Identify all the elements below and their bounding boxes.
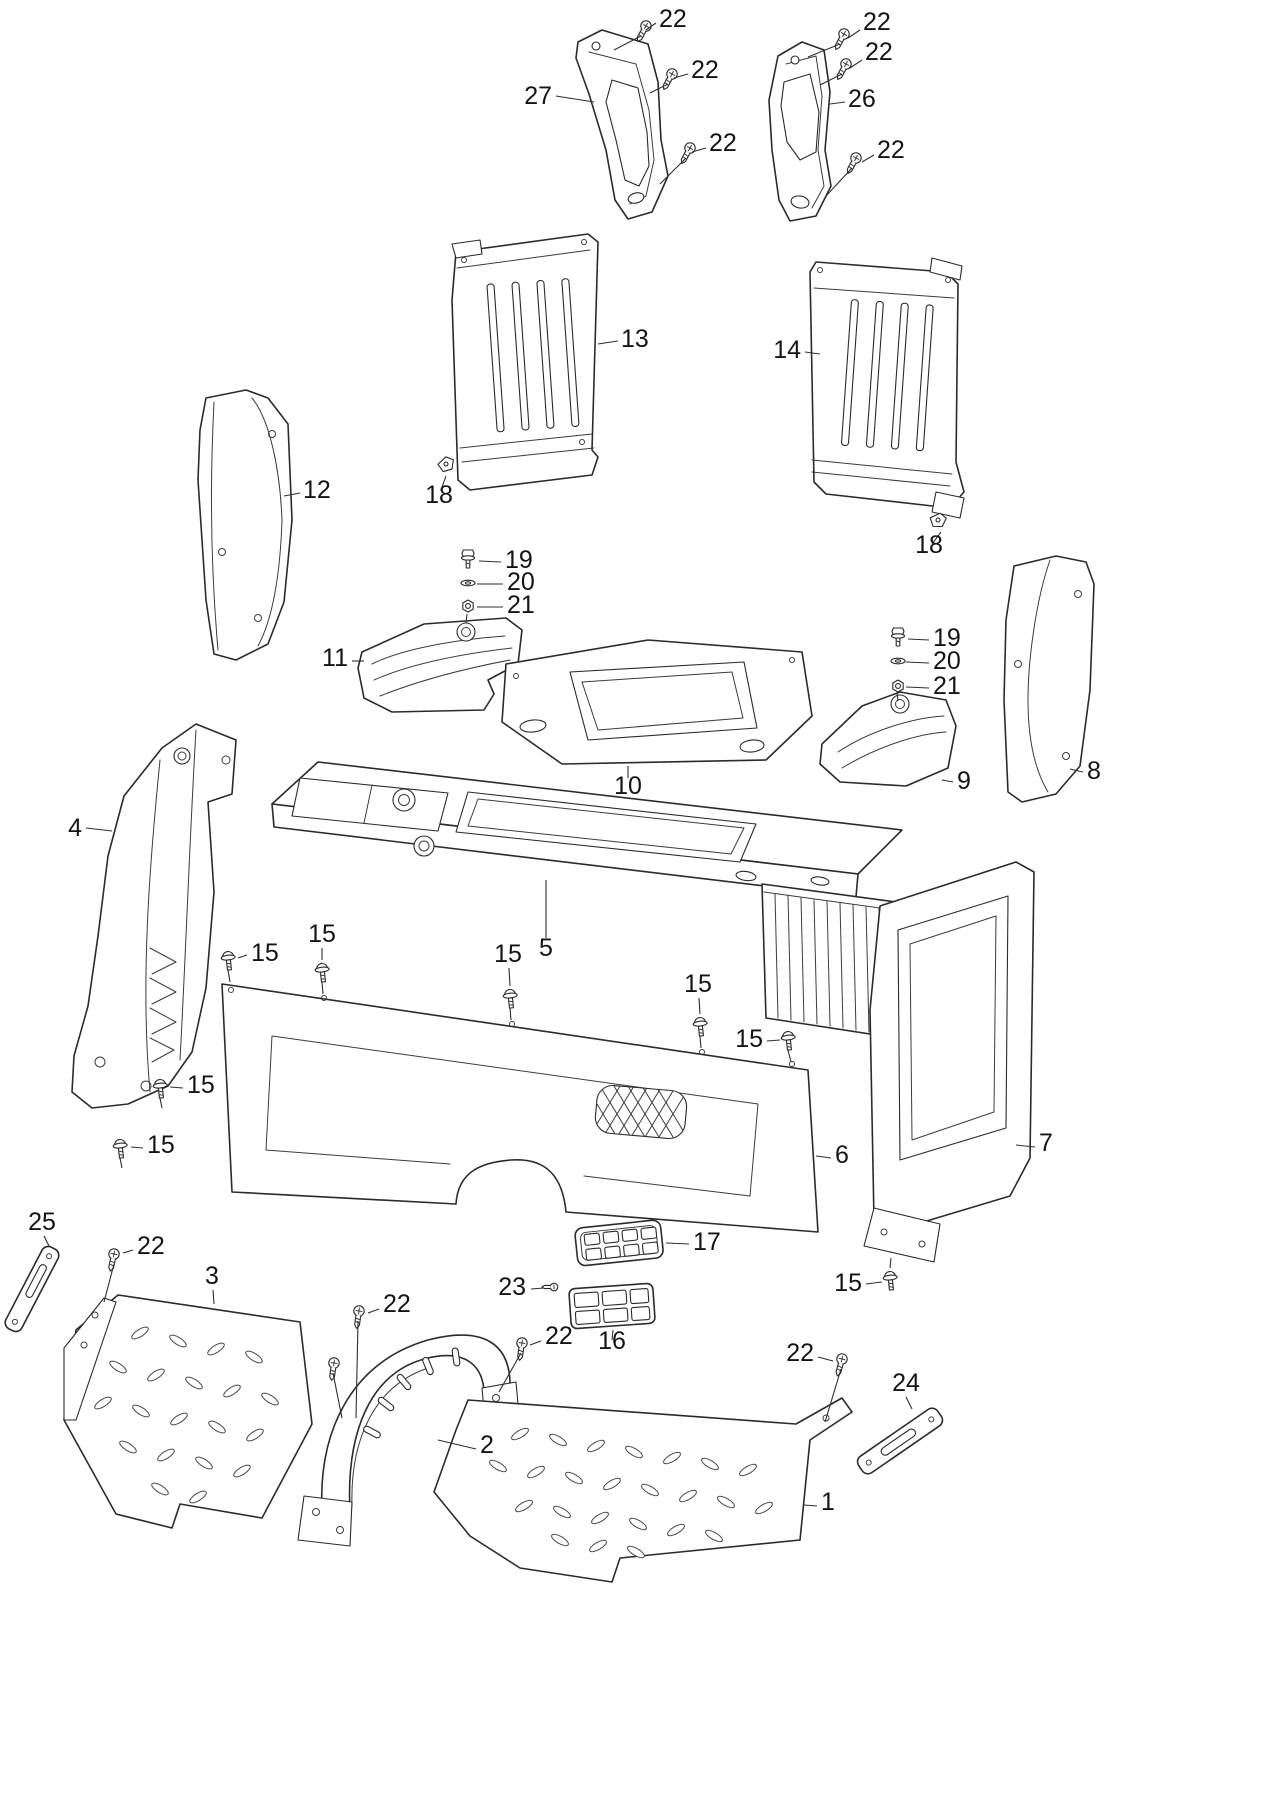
callout-22-a: 22 xyxy=(659,5,687,33)
callout-15-c: 15 xyxy=(494,940,522,968)
part-8-side-panel xyxy=(1003,555,1095,803)
callout-20-a: 20 xyxy=(507,568,535,596)
screw-icon xyxy=(831,1352,849,1378)
bolt-icon xyxy=(220,950,237,972)
callout-18-a: 18 xyxy=(425,481,453,509)
part-6-front-panel xyxy=(221,983,819,1233)
screw-icon xyxy=(658,66,680,93)
callout-part-16: 16 xyxy=(598,1327,626,1355)
callout-15-g: 15 xyxy=(147,1131,175,1159)
callout-part-2: 2 xyxy=(480,1431,494,1459)
part-4-end-structure xyxy=(71,723,237,1109)
callout-15-h: 15 xyxy=(834,1269,862,1297)
clip-icon xyxy=(436,455,456,473)
screw-icon xyxy=(325,1356,341,1382)
callout-22-g: 22 xyxy=(137,1232,165,1260)
callout-part-14: 14 xyxy=(773,336,801,364)
part-26-pillar-trim xyxy=(768,41,832,222)
callout-22-c: 22 xyxy=(709,129,737,157)
callout-labels: 22 22 27 22 22 22 26 22 13 14 18 12 19 2… xyxy=(28,5,1101,1516)
callout-part-5: 5 xyxy=(539,934,553,962)
callout-part-8: 8 xyxy=(1087,757,1101,785)
bolt-icon xyxy=(780,1030,797,1052)
callout-19-b: 19 xyxy=(933,624,961,652)
callout-21-b: 21 xyxy=(933,672,961,700)
callout-22-b: 22 xyxy=(691,56,719,84)
part-10-center-cover xyxy=(501,639,813,765)
callout-part-27: 27 xyxy=(524,82,552,110)
part-14-back-panel xyxy=(809,257,965,519)
bolt-icon xyxy=(112,1138,129,1160)
leader-lines xyxy=(43,22,1084,1507)
screw-icon xyxy=(832,56,854,83)
part-24-strip-bracket xyxy=(856,1407,944,1475)
screw-icon xyxy=(842,150,864,177)
part-11-bracket-panel xyxy=(357,617,523,713)
screw-icon xyxy=(513,1336,529,1362)
part-16-grid-vent xyxy=(568,1282,656,1330)
callout-18-b: 18 xyxy=(915,531,943,559)
bolt-icon xyxy=(314,962,331,984)
bolt-head-icon xyxy=(460,549,476,569)
washer-icon xyxy=(890,657,906,665)
callout-21-a: 21 xyxy=(507,591,535,619)
tread-pattern xyxy=(94,1326,279,1504)
callout-15-f: 15 xyxy=(187,1071,215,1099)
callout-23: 23 xyxy=(498,1273,526,1301)
callout-22-h: 22 xyxy=(383,1290,411,1318)
callout-22-i: 22 xyxy=(545,1322,573,1350)
callout-part-6: 6 xyxy=(835,1141,849,1169)
callout-part-7: 7 xyxy=(1039,1129,1053,1157)
callout-15-a: 15 xyxy=(251,939,279,967)
part-13-back-panel xyxy=(451,233,599,491)
callout-22-e: 22 xyxy=(865,38,893,66)
callout-part-4: 4 xyxy=(68,814,82,842)
part-25-strip-bracket xyxy=(4,1245,60,1333)
tread-pattern xyxy=(489,1427,773,1559)
part-12-side-panel xyxy=(197,389,293,661)
part-9-bracket-panel xyxy=(819,691,957,787)
part-27-pillar-trim xyxy=(575,29,669,220)
callout-part-11: 11 xyxy=(322,644,348,672)
callout-part-1: 1 xyxy=(821,1488,835,1516)
callout-20-b: 20 xyxy=(933,647,961,675)
bolt-icon xyxy=(882,1270,899,1292)
part-5-main-tray xyxy=(271,761,927,1043)
screw-icon xyxy=(541,1282,559,1292)
callout-part-24: 24 xyxy=(892,1369,920,1397)
bolt-icon xyxy=(502,988,519,1010)
callout-19-a: 19 xyxy=(505,546,533,574)
callout-part-26: 26 xyxy=(848,85,876,113)
bolt-head-icon xyxy=(890,627,906,647)
callout-part-9: 9 xyxy=(957,767,971,795)
callout-15-b: 15 xyxy=(308,920,336,948)
callout-part-25: 25 xyxy=(28,1208,56,1236)
nut-icon xyxy=(892,679,904,693)
part-7-end-panel xyxy=(863,861,1035,1263)
callout-15-d: 15 xyxy=(684,970,712,998)
part-3-tread-plate xyxy=(63,1294,313,1529)
callout-22-j: 22 xyxy=(786,1339,814,1367)
washer-icon xyxy=(460,579,476,587)
callout-part-3: 3 xyxy=(205,1262,219,1290)
screw-icon xyxy=(676,140,698,167)
bolt-icon xyxy=(692,1016,709,1038)
part-17-grid-vent xyxy=(574,1219,664,1267)
callout-22-f: 22 xyxy=(877,136,905,164)
nut-icon xyxy=(462,599,474,613)
callout-part-12: 12 xyxy=(303,476,331,504)
callout-part-10: 10 xyxy=(614,772,642,800)
callout-part-13: 13 xyxy=(621,325,649,353)
screw-icon xyxy=(830,26,852,53)
callout-15-e: 15 xyxy=(735,1025,763,1053)
callout-part-17: 17 xyxy=(693,1228,721,1256)
part-1-tread-plate xyxy=(433,1397,853,1583)
callout-22-d: 22 xyxy=(863,8,891,36)
